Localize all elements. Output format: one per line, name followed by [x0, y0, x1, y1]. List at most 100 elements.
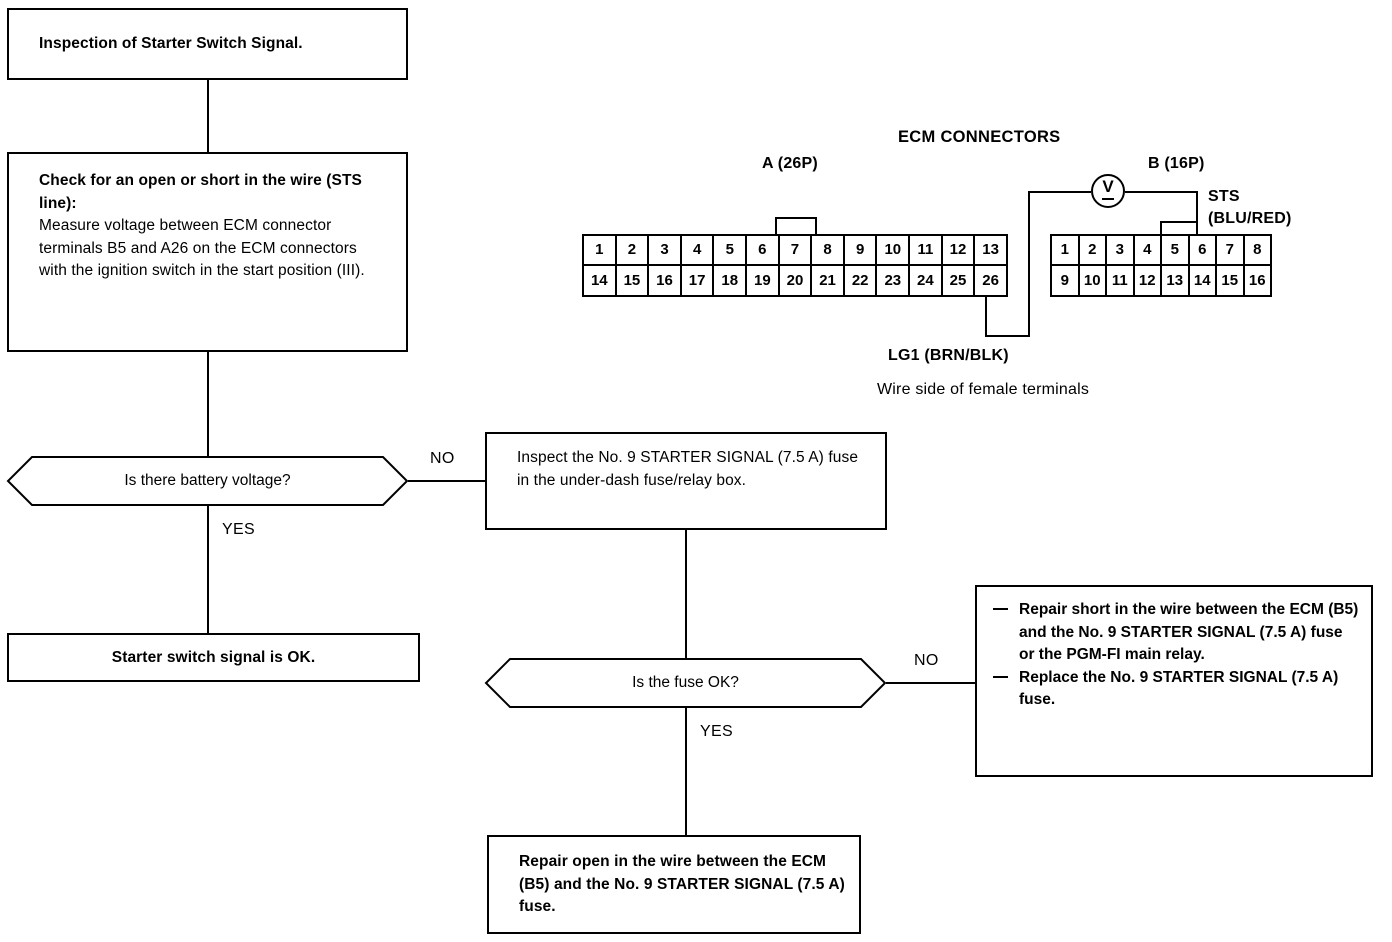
- node-inspect-fuse-text: Inspect the No. 9 STARTER SIGNAL (7.5 A)…: [517, 449, 859, 489]
- dash-bullet-icon: [993, 675, 1008, 678]
- terminal-a-1: 1: [584, 236, 617, 266]
- wire-label-sts: STS (BLU/RED): [1208, 186, 1292, 230]
- node-result-ok-text: Starter switch signal is OK.: [111, 648, 316, 666]
- wire-sts-from-meter: [1125, 191, 1198, 193]
- connector-b-grid: 1 2 3 4 5 6 7 8 9 10 11 12 13 14 15 16: [1050, 234, 1272, 297]
- wire-lg1-drop: [985, 297, 987, 337]
- wire-lg1-rise: [1028, 191, 1030, 337]
- terminal-a-5: 5: [714, 236, 748, 266]
- terminal-a-20: 20: [780, 265, 813, 295]
- terminal-a-2: 2: [616, 236, 650, 266]
- terminal-a-14: 14: [584, 265, 617, 295]
- node-check-heading: Check for an open or short in the wire (…: [39, 172, 362, 212]
- connector-a-row-bottom: 14 15 16 17 18 19 20 21 22 23 24 25 26: [584, 265, 1006, 295]
- wire-sts-drop-to-b5: [1196, 191, 1198, 236]
- terminal-b-9: 9: [1052, 265, 1080, 295]
- terminal-b-5: 5: [1162, 236, 1190, 266]
- node-question-battery-voltage: Is there battery voltage?: [6, 456, 409, 506]
- node-repair-open-text: Repair open in the wire between the ECM …: [519, 853, 845, 915]
- terminal-b-4: 4: [1134, 236, 1162, 266]
- node-check-open-short: Check for an open or short in the wire (…: [7, 152, 408, 352]
- connector-fuse-no: [886, 682, 975, 684]
- wire-label-sts-line1: STS: [1208, 188, 1240, 205]
- branch-label-fuse-yes: YES: [700, 723, 733, 740]
- list-item: Repair short in the wire between the ECM…: [993, 599, 1361, 667]
- terminal-a-19: 19: [747, 265, 780, 295]
- wire-label-lg1: LG1 (BRN/BLK): [888, 347, 1009, 364]
- terminal-a-16: 16: [649, 265, 682, 295]
- node-repair-open: Repair open in the wire between the ECM …: [487, 835, 861, 934]
- node-question-fuse-ok-label: Is the fuse OK?: [632, 674, 739, 691]
- terminal-b-16: 16: [1248, 271, 1266, 289]
- node-result-ok: Starter switch signal is OK.: [7, 633, 420, 682]
- terminal-a-26: 26: [982, 271, 999, 289]
- node-inspect-fuse: Inspect the No. 9 STARTER SIGNAL (7.5 A)…: [485, 432, 887, 530]
- hexagon-shape: [6, 456, 409, 506]
- connector-a-label: A (26P): [762, 155, 818, 172]
- node-repair-short: Repair short in the wire between the ECM…: [975, 585, 1373, 777]
- branch-label-fuse-no: NO: [914, 652, 939, 669]
- connector-fuse-yes: [685, 707, 687, 835]
- connector-b-row-bottom: 9 10 11 12 13 14 15 16: [1052, 265, 1270, 295]
- terminal-a-24: 24: [910, 265, 943, 295]
- hexagon-shape: [484, 658, 887, 708]
- repair-short-item-2: Replace the No. 9 STARTER SIGNAL (7.5 A)…: [1019, 668, 1339, 709]
- terminal-b-6: 6: [1189, 236, 1217, 266]
- voltmeter-dc-bar: [1102, 198, 1114, 200]
- terminal-b-7: 7: [1217, 236, 1245, 266]
- connector-diagram-footnote: Wire side of female terminals: [877, 381, 1090, 398]
- terminal-b-2: 2: [1079, 236, 1107, 266]
- connector-a-row-top: 1 2 3 4 5 6 7 8 9 10 11 12 13: [584, 236, 1006, 266]
- terminal-a-17: 17: [682, 265, 715, 295]
- terminal-b-12: 12: [1135, 265, 1162, 295]
- connector-a-key-tab: [775, 217, 817, 236]
- terminal-a-3: 3: [649, 236, 682, 266]
- terminal-a-15: 15: [617, 265, 650, 295]
- repair-short-list: Repair short in the wire between the ECM…: [993, 599, 1361, 712]
- terminal-a-12: 12: [942, 236, 976, 266]
- connector-battery-no: [408, 480, 485, 482]
- wire-lg1-to-meter: [1028, 191, 1091, 193]
- terminal-b-1: 1: [1052, 236, 1080, 266]
- wire-label-sts-line2: (BLU/RED): [1208, 210, 1292, 227]
- wire-lg1-horizontal: [985, 335, 1030, 337]
- node-start: Inspection of Starter Switch Signal.: [7, 8, 408, 80]
- terminal-b-11: 11: [1107, 265, 1135, 295]
- terminal-a-13: 13: [975, 236, 1006, 266]
- branch-label-battery-yes: YES: [222, 521, 255, 538]
- terminal-b-8: 8: [1244, 236, 1270, 266]
- terminal-a-11: 11: [910, 236, 943, 266]
- connector-b-label: B (16P): [1148, 155, 1205, 172]
- voltmeter-symbol: V: [1102, 177, 1114, 196]
- terminal-a-23: 23: [877, 265, 911, 295]
- repair-short-item-1: Repair short in the wire between the ECM…: [1019, 601, 1359, 663]
- branch-label-battery-no: NO: [430, 450, 455, 467]
- terminal-a-10: 10: [877, 236, 911, 266]
- connector-diagram-title: ECM CONNECTORS: [898, 128, 1061, 146]
- terminal-b-10: 10: [1080, 265, 1107, 295]
- terminal-a-22: 22: [845, 265, 878, 295]
- connector-inspect-to-fuse-q: [685, 530, 687, 658]
- terminal-a-21: 21: [812, 265, 845, 295]
- dash-bullet-icon: [993, 608, 1008, 610]
- terminal-b-15: 15: [1217, 265, 1245, 295]
- voltmeter-icon: V: [1091, 174, 1125, 208]
- node-check-body: Measure voltage between ECM connector te…: [39, 217, 365, 279]
- terminal-a-7: 7: [779, 236, 813, 266]
- list-item: Replace the No. 9 STARTER SIGNAL (7.5 A)…: [993, 667, 1361, 712]
- connector-start-to-check: [207, 80, 209, 152]
- terminal-a-4: 4: [681, 236, 715, 266]
- terminal-b-3: 3: [1107, 236, 1135, 266]
- terminal-a-9: 9: [844, 236, 878, 266]
- connector-check-to-battery-q: [207, 352, 209, 456]
- terminal-a-6: 6: [747, 236, 780, 266]
- terminal-a-8: 8: [812, 236, 845, 266]
- terminal-b-14: 14: [1190, 265, 1217, 295]
- connector-battery-yes: [207, 505, 209, 633]
- terminal-b-13: 13: [1162, 265, 1190, 295]
- node-question-fuse-ok: Is the fuse OK?: [484, 658, 887, 708]
- terminal-a-18: 18: [714, 265, 748, 295]
- node-question-battery-voltage-label: Is there battery voltage?: [124, 472, 291, 489]
- connector-a-grid: 1 2 3 4 5 6 7 8 9 10 11 12 13 14 15 16 1…: [582, 234, 1008, 297]
